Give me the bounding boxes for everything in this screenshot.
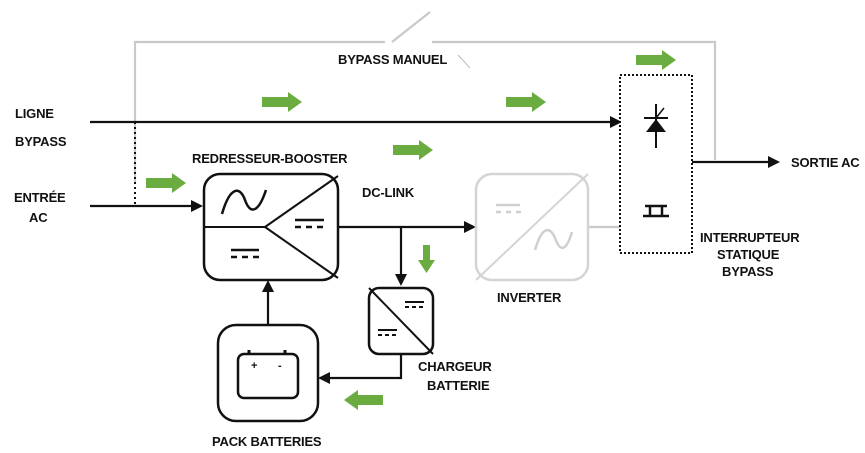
battery-plus-sign: + <box>251 360 257 372</box>
label-entree: ENTRÉE <box>14 190 66 205</box>
flow-arrow-icon <box>636 50 676 70</box>
bypass-line <box>90 116 622 128</box>
manual-bypass-line <box>133 11 717 183</box>
bypass-mark <box>457 54 471 69</box>
dc-symbol-icon <box>231 218 324 259</box>
ac-input-line <box>90 200 203 212</box>
label-inverter: INVERTER <box>497 290 562 305</box>
switch-contact-icon <box>643 204 669 218</box>
flow-arrow-icon <box>262 92 302 112</box>
battery-minus-sign: - <box>278 360 282 372</box>
battery-to-rectifier-line <box>262 280 274 325</box>
label-redresseur-booster: REDRESSEUR-BOOSTER <box>192 151 348 166</box>
flow-arrows <box>146 50 676 410</box>
label-pack-batteries: PACK BATTERIES <box>212 434 322 449</box>
label-bypass-switch: BYPASS <box>722 264 774 279</box>
label-sortie-ac: SORTIE AC <box>791 155 860 170</box>
label-chargeur: CHARGEUR <box>418 359 492 374</box>
label-dc-link: DC-LINK <box>362 185 415 200</box>
thyristor-icon <box>644 104 668 148</box>
charger-block <box>367 286 435 356</box>
rectifier-booster-block <box>202 172 340 282</box>
label-bypass: BYPASS <box>15 134 67 149</box>
dc-link-line <box>338 221 476 233</box>
battery-icon <box>236 352 300 400</box>
charger-to-battery-line <box>318 354 403 384</box>
flow-arrow-down-icon <box>418 245 435 273</box>
static-switch-block <box>619 74 693 254</box>
label-ac: AC <box>29 210 48 225</box>
flow-arrow-icon <box>393 140 433 160</box>
label-statique: STATIQUE <box>717 247 780 262</box>
label-batterie: BATTERIE <box>427 378 490 393</box>
label-interrupteur: INTERRUPTEUR <box>700 230 800 245</box>
flow-arrow-icon <box>146 173 186 193</box>
inverter-sine-icon <box>533 228 574 251</box>
battery-pack-block: + - <box>216 323 320 423</box>
charger-feed-line <box>395 227 407 286</box>
flow-arrow-left-icon <box>344 390 383 410</box>
ac-output-line <box>692 156 780 168</box>
label-bypass-manuel: BYPASS MANUEL <box>338 52 447 67</box>
flow-arrow-icon <box>506 92 546 112</box>
inverter-block <box>474 172 590 282</box>
ac-sine-icon <box>220 189 268 215</box>
label-ligne: LIGNE <box>15 106 54 121</box>
